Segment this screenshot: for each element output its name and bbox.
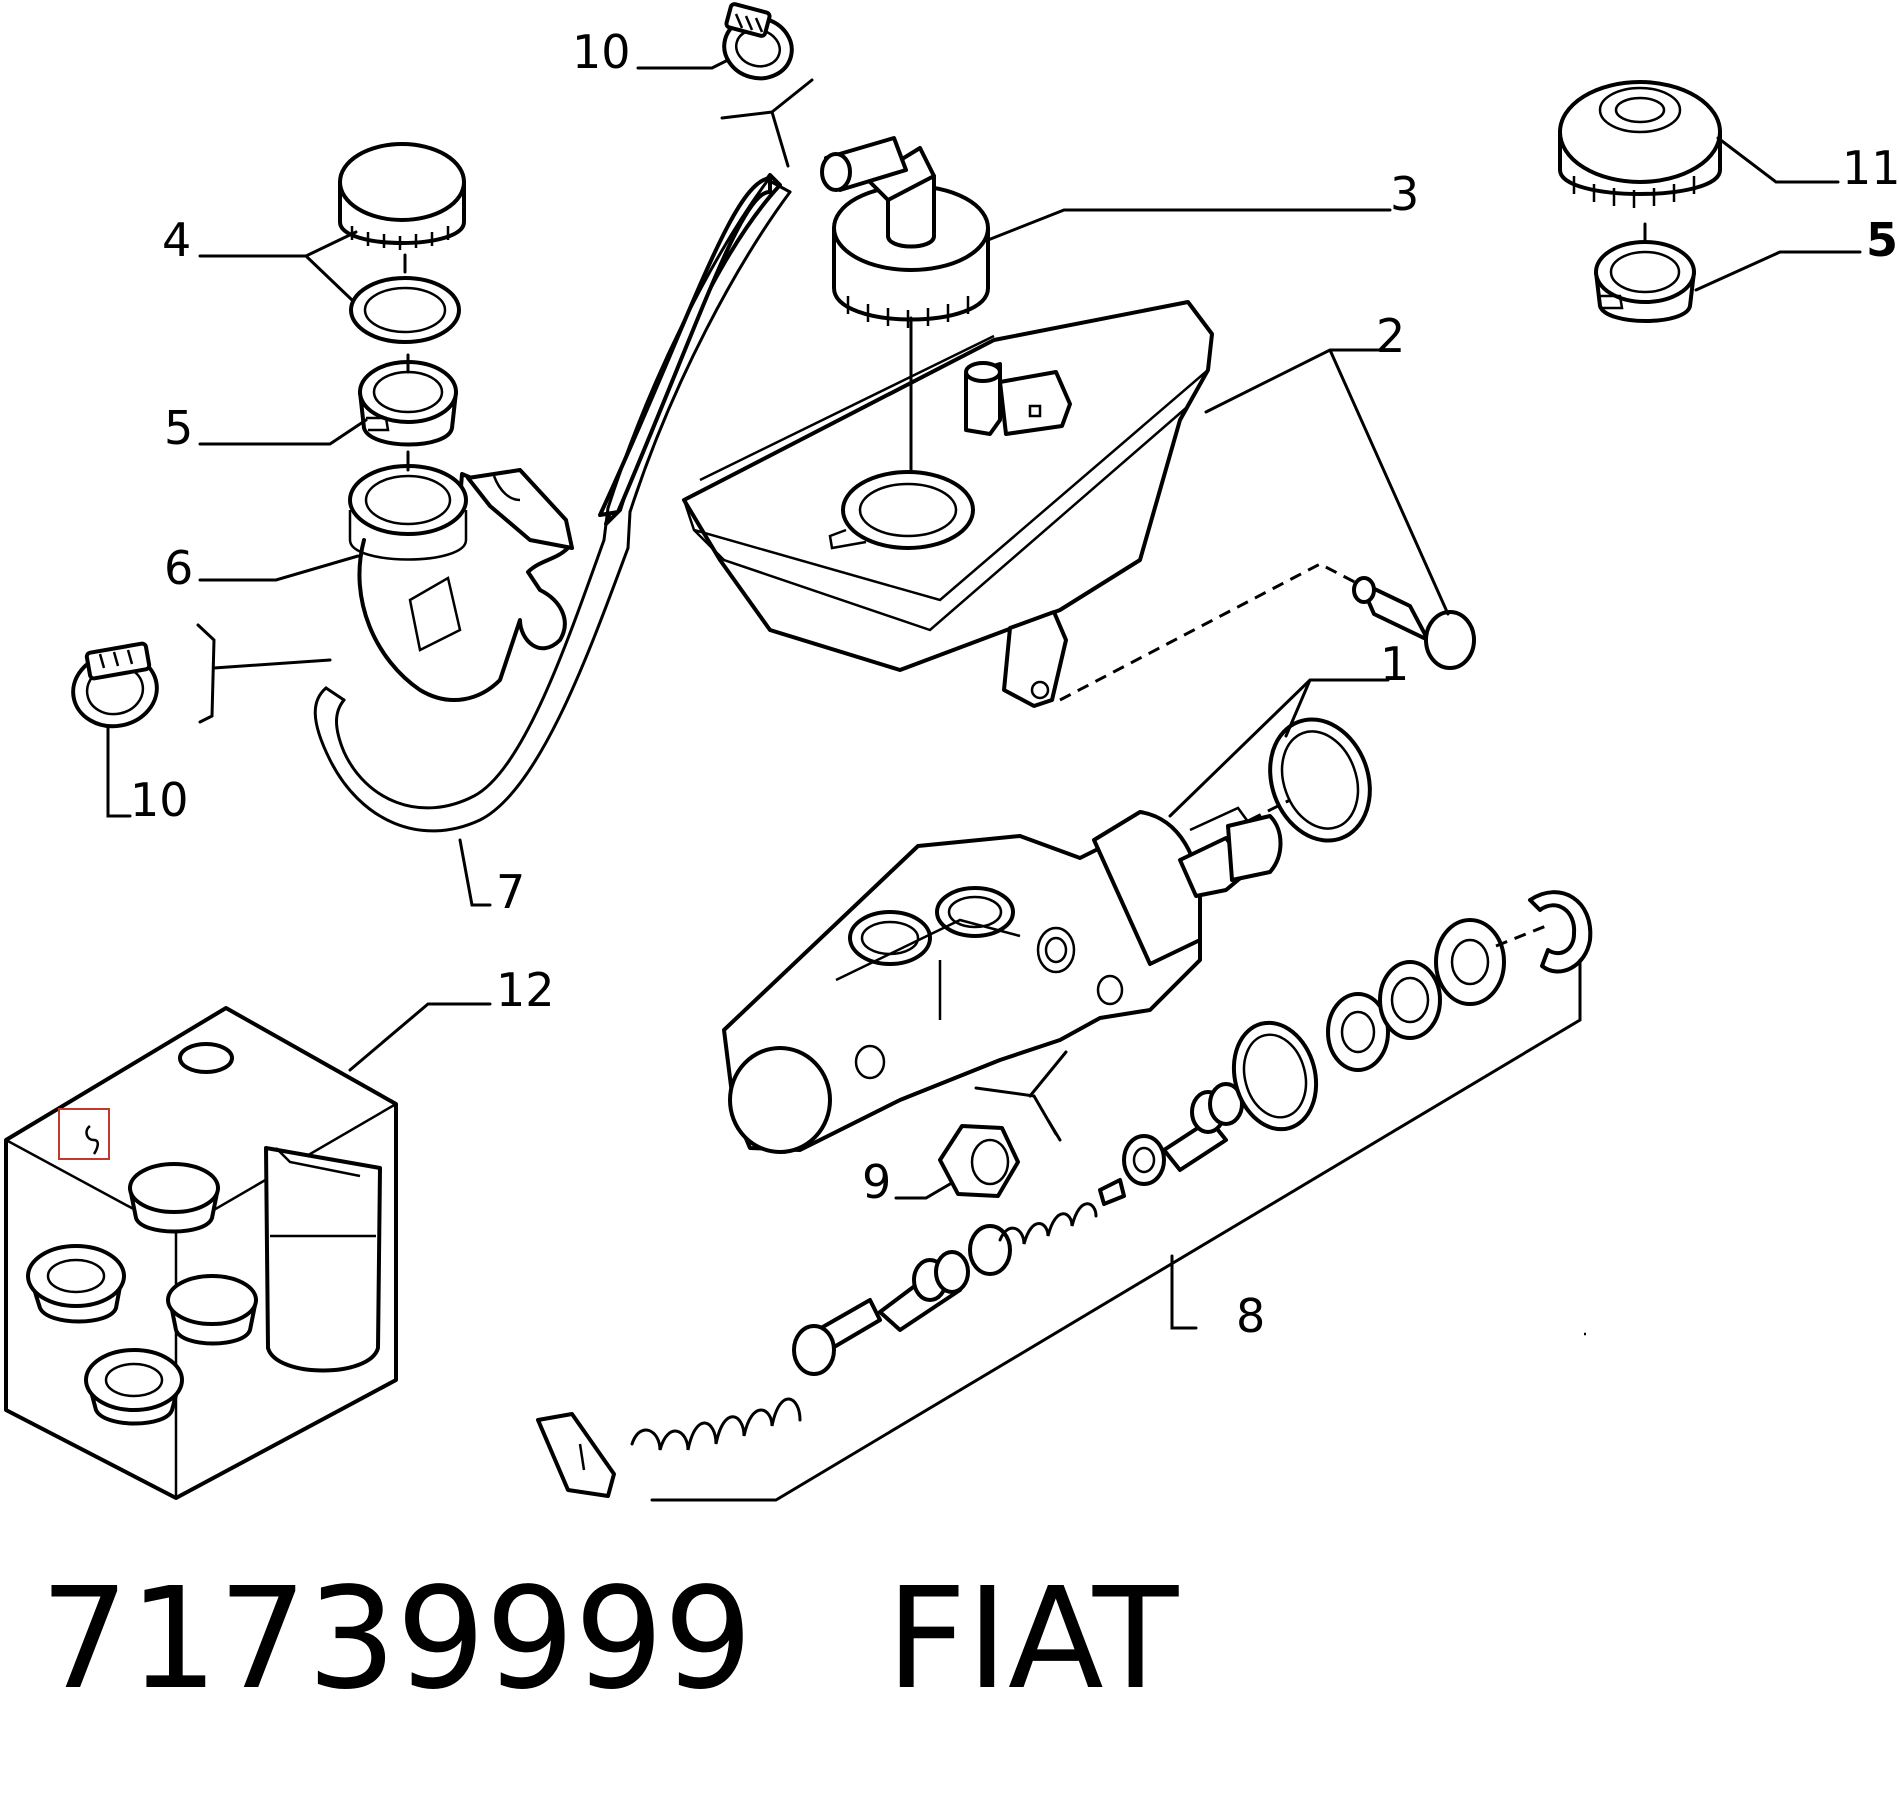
callout-3: 3	[1390, 167, 1419, 221]
leader-5-left	[198, 418, 368, 446]
filler-cap-right	[1558, 80, 1722, 208]
o-ring-1	[1268, 717, 1372, 843]
bracket-kit	[650, 958, 1582, 1502]
hose-clamp-top	[722, 2, 794, 81]
callout-5-left: 5	[164, 401, 193, 455]
leader-6	[198, 554, 360, 582]
bracket-clamp-left	[196, 623, 332, 724]
master-cylinder	[722, 806, 1283, 1154]
callout-11: 11	[1842, 141, 1899, 195]
leader-7	[458, 838, 492, 907]
piston-kit	[536, 890, 1593, 1498]
callout-7: 7	[496, 865, 525, 919]
leader-10-top	[636, 58, 730, 70]
filler-cap-left	[338, 142, 466, 250]
bushing-left	[358, 360, 458, 447]
leader-5-right	[1694, 250, 1862, 292]
union-nut	[938, 1124, 1020, 1198]
bracket-nut	[974, 1050, 1068, 1142]
callout-8: 8	[1236, 1289, 1265, 1343]
leader-3	[986, 208, 1392, 242]
bracket-hose-top	[720, 78, 814, 168]
callout-5-right: 5	[1866, 213, 1898, 267]
axis-1	[1249, 798, 1291, 822]
retaining-pin	[1352, 576, 1476, 670]
part-number-caption: 71739999 FIAT	[40, 1558, 1179, 1721]
filler-neck	[348, 464, 574, 703]
reservoir-cap	[820, 136, 990, 328]
leader-1	[1168, 678, 1390, 818]
leader-2	[1204, 348, 1450, 616]
highlighted-part-marker	[58, 1108, 110, 1160]
callout-4: 4	[162, 213, 191, 267]
callout-9: 9	[862, 1155, 891, 1209]
leader-12	[348, 1002, 492, 1072]
callout-12: 12	[496, 963, 555, 1017]
leader-11	[1716, 136, 1840, 184]
callout-10-left: 10	[130, 773, 189, 827]
hose-clamp-left	[71, 641, 159, 729]
callout-10-top: 10	[572, 25, 631, 79]
leader-10-left	[106, 724, 132, 818]
gasket-left	[349, 276, 461, 344]
fluid-reservoir	[682, 300, 1214, 708]
reservoir-hose	[313, 173, 792, 833]
callout-2: 2	[1376, 309, 1405, 363]
pin-axis	[1059, 562, 1371, 702]
axis-kit	[1495, 924, 1547, 948]
callout-6: 6	[164, 541, 193, 595]
leader-4	[198, 230, 358, 302]
seal-kit-box	[4, 1006, 398, 1500]
callout-1: 1	[1380, 637, 1409, 691]
bushing-right	[1594, 240, 1696, 323]
leader-9	[894, 1182, 952, 1200]
